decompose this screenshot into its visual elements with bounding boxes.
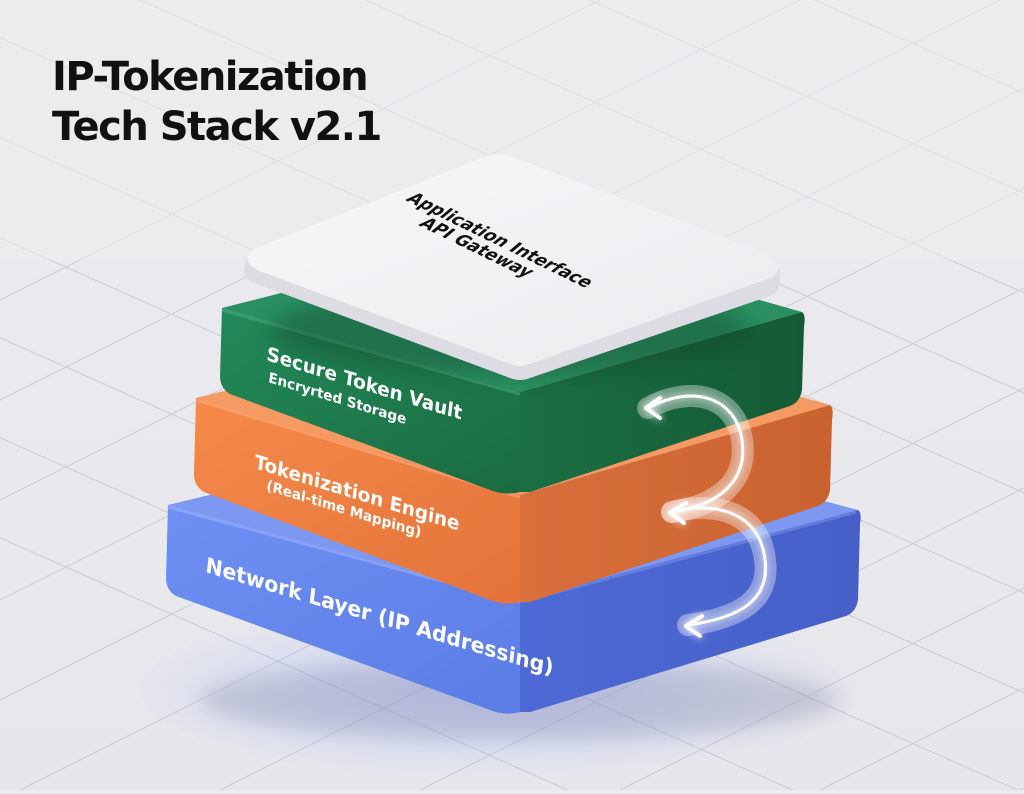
- page-title: IP-Tokenization Tech Stack v2.1: [52, 52, 382, 152]
- layer-application[interactable]: Application Interface API Gateway: [244, 154, 780, 380]
- flow-arrows: [637, 385, 777, 638]
- curved-arrow-left-icon: [637, 385, 754, 523]
- title-line-1: IP-Tokenization: [52, 54, 369, 100]
- title-line-2: Tech Stack v2.1: [52, 104, 382, 150]
- curved-arrow-left-icon: [661, 497, 777, 638]
